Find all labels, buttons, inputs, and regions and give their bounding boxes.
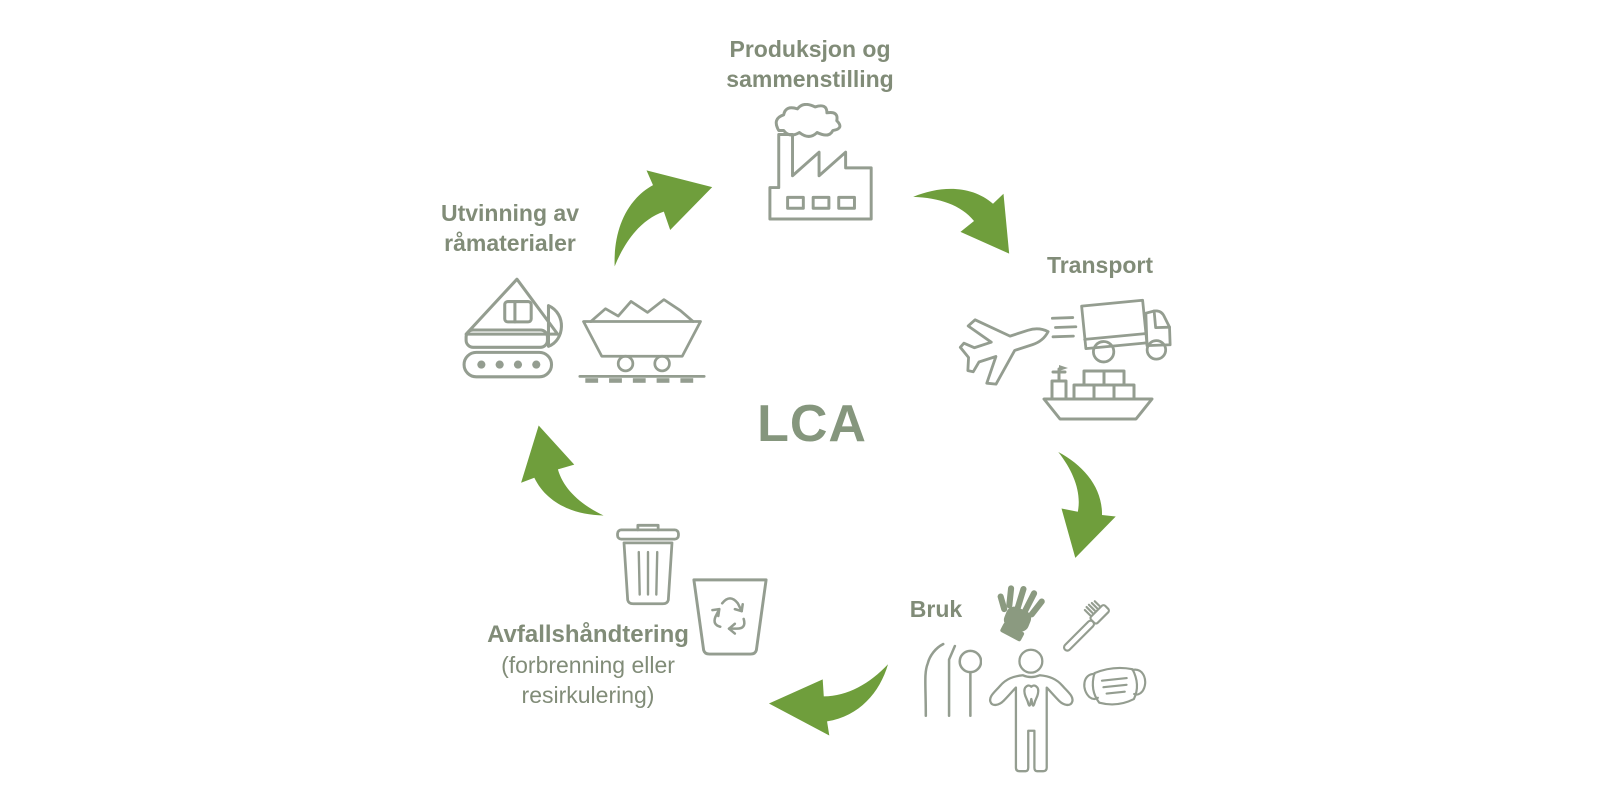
cycle-arrow-production-to-transport: [913, 188, 1010, 254]
stage-label-waste: Avfallshåndtering (forbrenning eller res…: [448, 620, 728, 710]
dental-instruments-icon: [924, 642, 982, 718]
recycle-symbol: [711, 597, 746, 635]
stage-label-use-line1: Bruk: [909, 596, 963, 622]
stage-label-production-line2: sammenstilling: [726, 66, 894, 92]
trash-can-icon: [616, 523, 680, 606]
face-mask-icon: [1083, 666, 1147, 706]
cycle-arrow-use-to-waste: [768, 664, 889, 736]
stage-label-waste-line1: Avfallshåndtering: [487, 621, 689, 648]
stage-label-production: Produksjon og sammenstilling: [690, 34, 930, 94]
stage-label-raw-materials-line2: råmaterialer: [444, 230, 576, 256]
stage-label-raw-materials: Utvinning av råmaterialer: [415, 198, 605, 258]
toothbrush-icon: [1062, 600, 1110, 652]
tooth-icon: [1023, 684, 1040, 707]
stage-label-production-line1: Produksjon og: [729, 36, 891, 62]
glove-icon: [997, 585, 1045, 642]
stage-label-use: Bruk: [891, 594, 981, 624]
cargo-ship-icon: [1042, 365, 1154, 421]
airplane-icon: [958, 318, 1050, 386]
factory-icon: [768, 103, 873, 221]
excavator-icon: [462, 277, 563, 379]
cycle-arrow-transport-to-use: [1058, 452, 1116, 558]
mine-cart-icon: [578, 298, 706, 383]
recycling-bin-icon: [692, 578, 768, 656]
cycle-arrow-waste-to-raw: [521, 425, 604, 516]
stage-label-raw-materials-line1: Utvinning av: [440, 200, 579, 226]
lca-center-label: LCA: [757, 395, 867, 453]
stage-label-waste-line3: resirkulering): [521, 682, 655, 708]
dentist-figure-icon: [988, 648, 1074, 773]
stage-label-transport-line1: Transport: [1046, 252, 1154, 278]
stage-label-transport: Transport: [1020, 250, 1180, 280]
delivery-truck-icon: [1050, 298, 1172, 364]
stage-label-waste-line2: (forbrenning eller: [501, 652, 675, 678]
cycle-arrow-raw-to-production: [614, 170, 713, 267]
